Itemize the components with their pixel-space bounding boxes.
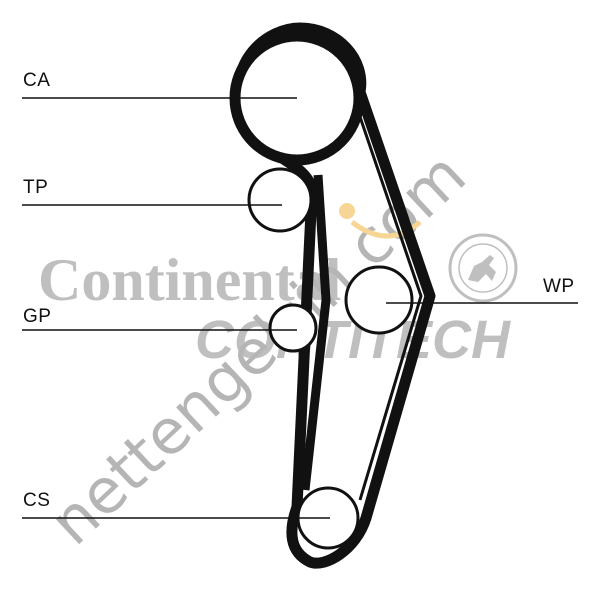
horse-seal-icon [448, 233, 518, 303]
timing-belt [233, 22, 436, 569]
tensioner-pulley [247, 167, 313, 233]
label-gp: GP [23, 306, 52, 327]
belt-left-strand [300, 174, 331, 491]
watermark-accent-arc [350, 220, 422, 239]
label-tp: TP [23, 177, 49, 198]
label-ca: CA [23, 70, 51, 91]
watermark-continental: Continental [38, 247, 341, 313]
water-pump-pulley [344, 265, 414, 335]
watermark-accent-dot [339, 203, 355, 219]
label-wp: WP [543, 276, 575, 297]
guide-pulley [268, 303, 318, 353]
belt-inner-strand [355, 107, 423, 501]
label-cs: CS [23, 490, 51, 511]
